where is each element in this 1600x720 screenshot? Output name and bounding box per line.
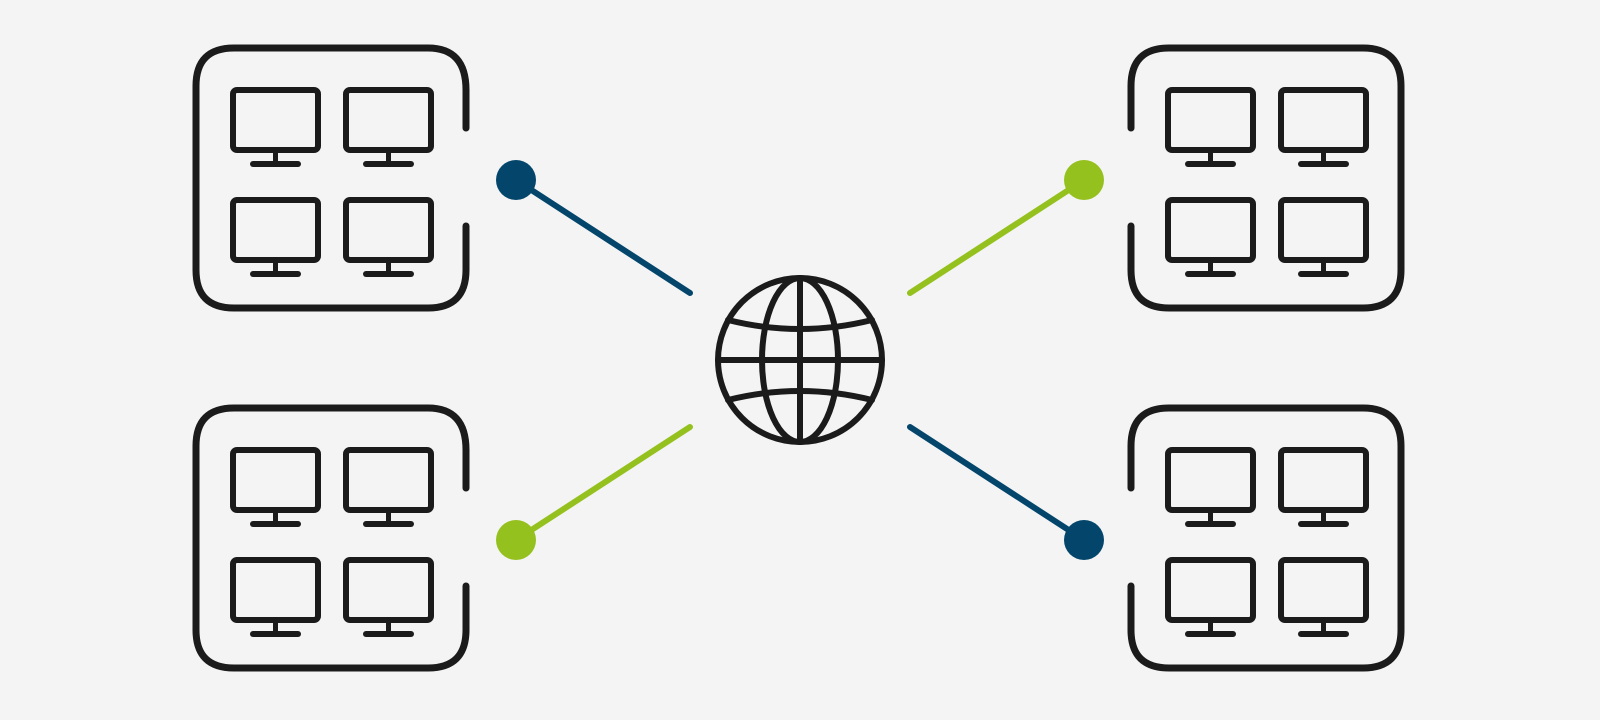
monitor-screen (230, 87, 321, 153)
monitor-screen (343, 87, 434, 153)
monitor-icon (1278, 197, 1369, 277)
monitor-icon (230, 197, 321, 277)
connector-top-left (496, 160, 693, 296)
monitor-screen (1165, 557, 1256, 623)
monitor-screen (1278, 197, 1369, 263)
cluster-bottom-left (192, 404, 470, 672)
connector-line (513, 177, 693, 296)
cluster-frame (1127, 404, 1405, 672)
cluster-frame (1127, 44, 1405, 312)
monitor-icon (343, 197, 434, 277)
monitor-screen (1165, 197, 1256, 263)
monitor-icon (1278, 447, 1369, 527)
globe-latitude-north (725, 317, 875, 332)
monitor-icon (230, 557, 321, 637)
globe-latitude-south (725, 388, 875, 403)
connector-dot (1064, 160, 1104, 200)
globe-icon (715, 275, 885, 445)
connector-dot (496, 520, 536, 560)
monitor-icon (230, 87, 321, 167)
monitor-screen (1278, 557, 1369, 623)
monitor-icon (343, 87, 434, 167)
monitor-screen (1278, 447, 1369, 513)
monitor-icon (343, 557, 434, 637)
connector-line (907, 424, 1087, 543)
connector-bottom-right (907, 424, 1104, 560)
monitor-screen (1278, 87, 1369, 153)
cluster-top-right (1127, 44, 1405, 312)
cluster-frame (192, 404, 470, 672)
monitor-icon (1165, 557, 1256, 637)
monitor-icon (1165, 447, 1256, 527)
globe-longitude (759, 275, 841, 445)
monitor-icon (1278, 87, 1369, 167)
monitor-screen (1165, 87, 1256, 153)
cluster-frame (192, 44, 470, 312)
connector-line (907, 177, 1087, 296)
monitor-screen (343, 557, 434, 623)
monitor-icon (230, 447, 321, 527)
monitor-icon (1278, 557, 1369, 637)
connector-line (513, 424, 693, 543)
connector-top-right (907, 160, 1104, 296)
monitor-screen (230, 557, 321, 623)
cluster-bottom-right (1127, 404, 1405, 672)
connector-dot (496, 160, 536, 200)
connector-bottom-left (496, 424, 693, 560)
cluster-top-left (192, 44, 470, 312)
monitor-screen (1165, 447, 1256, 513)
monitor-screen (230, 447, 321, 513)
monitor-icon (1165, 87, 1256, 167)
monitor-screen (343, 197, 434, 263)
connector-dot (1064, 520, 1104, 560)
monitor-screen (343, 447, 434, 513)
monitor-screen (230, 197, 321, 263)
monitor-icon (343, 447, 434, 527)
monitor-icon (1165, 197, 1256, 277)
